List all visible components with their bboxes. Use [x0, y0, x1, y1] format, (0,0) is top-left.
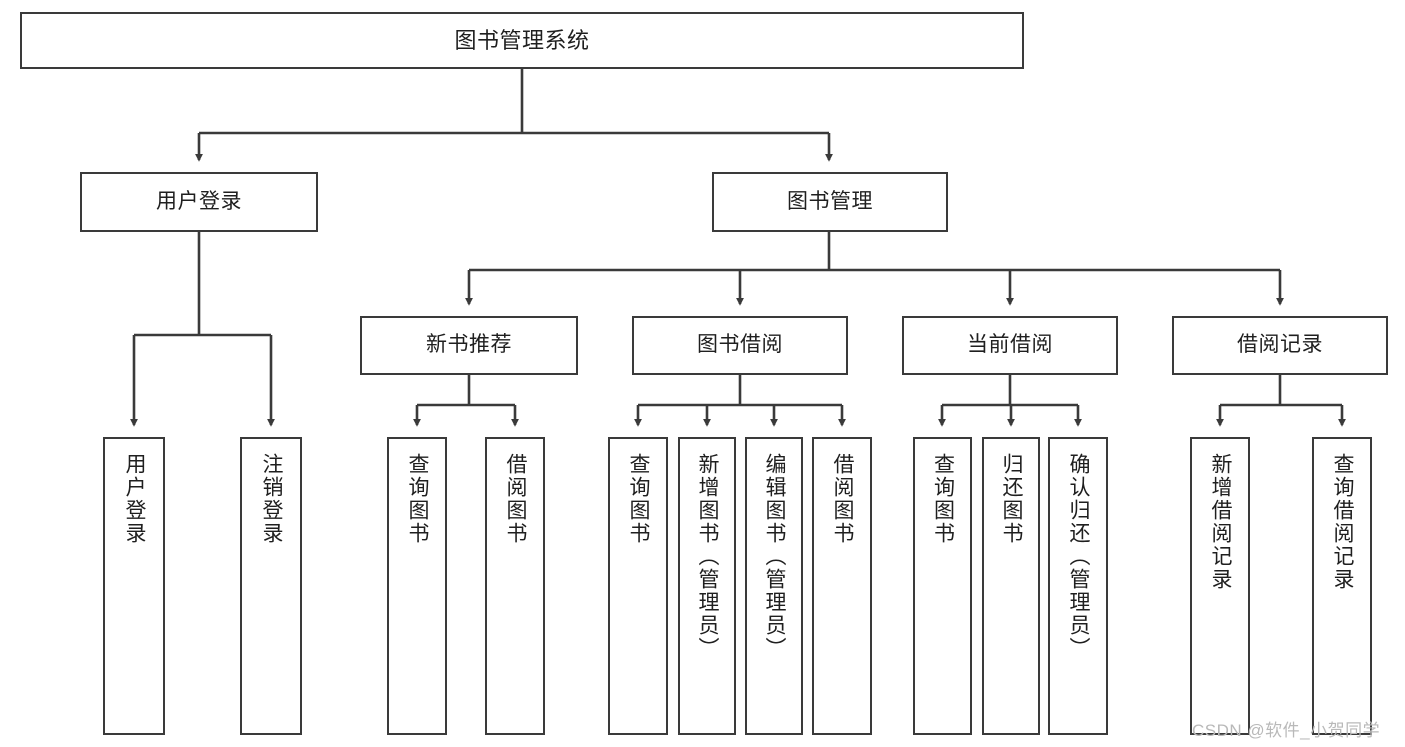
node-label: 借阅图书 — [504, 453, 528, 545]
node-label: 图书管理 — [787, 189, 873, 213]
node-current-borrow[interactable]: 当前借阅 — [902, 316, 1118, 375]
node-label: 借阅图书 — [831, 453, 855, 545]
leaf-query-book-borrow[interactable]: 查询图书 — [608, 437, 668, 735]
node-label: 编辑图书（管理员） — [763, 453, 787, 660]
leaf-query-borrow-record[interactable]: 查询借阅记录 — [1312, 437, 1372, 735]
node-label: 归还图书 — [1000, 453, 1024, 545]
leaf-logout[interactable]: 注销登录 — [240, 437, 302, 735]
leaf-edit-book-admin[interactable]: 编辑图书（管理员） — [745, 437, 803, 735]
node-label: 新增借阅记录 — [1209, 453, 1233, 591]
leaf-query-book-recommend[interactable]: 查询图书 — [387, 437, 447, 735]
leaf-borrow-book[interactable]: 借阅图书 — [812, 437, 872, 735]
node-new-book-recommend[interactable]: 新书推荐 — [360, 316, 578, 375]
leaf-user-login[interactable]: 用户登录 — [103, 437, 165, 735]
node-label: 图书借阅 — [697, 333, 783, 357]
leaf-borrow-book-recommend[interactable]: 借阅图书 — [485, 437, 545, 735]
node-label: 查询借阅记录 — [1331, 453, 1355, 591]
leaf-add-borrow-record[interactable]: 新增借阅记录 — [1190, 437, 1250, 735]
node-label: 借阅记录 — [1237, 333, 1323, 357]
node-borrow-record[interactable]: 借阅记录 — [1172, 316, 1388, 375]
leaf-query-book-current[interactable]: 查询图书 — [913, 437, 972, 735]
node-label: 用户登录 — [123, 453, 147, 545]
node-book-management[interactable]: 图书管理 — [712, 172, 948, 232]
node-label: 查询图书 — [931, 453, 955, 545]
node-label: 用户登录 — [156, 189, 242, 213]
node-label: 当前借阅 — [967, 333, 1053, 357]
node-label: 新书推荐 — [426, 333, 512, 357]
node-label: 注销登录 — [260, 453, 284, 545]
node-label: 查询图书 — [627, 453, 651, 545]
node-label: 确认归还（管理员） — [1067, 453, 1091, 660]
node-user-login[interactable]: 用户登录 — [80, 172, 318, 232]
leaf-add-book-admin[interactable]: 新增图书（管理员） — [678, 437, 736, 735]
node-label: 新增图书（管理员） — [696, 453, 720, 660]
node-root-system[interactable]: 图书管理系统 — [20, 12, 1024, 69]
node-label: 查询图书 — [406, 453, 430, 545]
node-book-borrow[interactable]: 图书借阅 — [632, 316, 848, 375]
node-label: 图书管理系统 — [454, 27, 590, 53]
leaf-confirm-return-admin[interactable]: 确认归还（管理员） — [1048, 437, 1108, 735]
leaf-return-book[interactable]: 归还图书 — [982, 437, 1040, 735]
